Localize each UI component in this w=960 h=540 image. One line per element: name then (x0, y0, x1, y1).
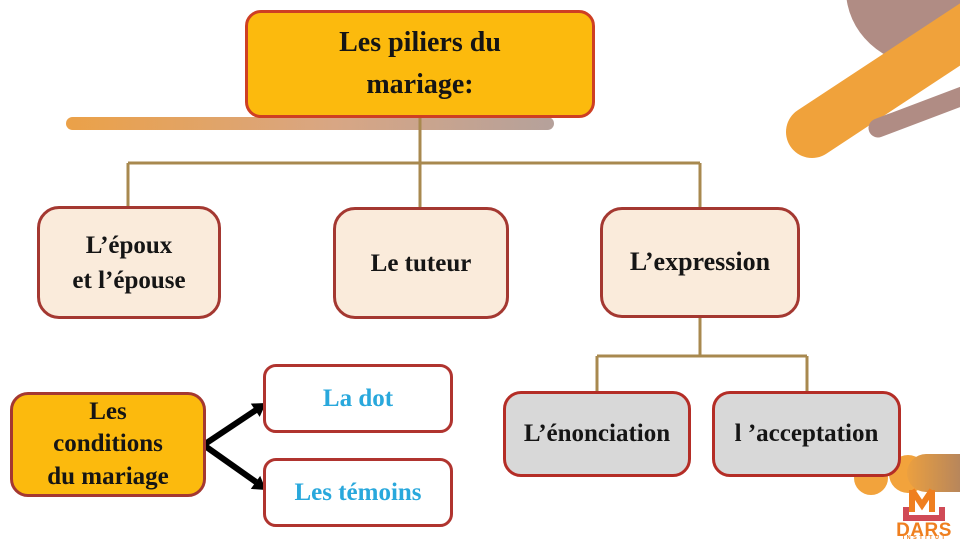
mauve-diagonal-bar (868, 86, 960, 138)
arrow-to-la-dot (203, 407, 258, 447)
orange-diagonal-bar (786, 3, 960, 158)
connector-title-to-pillars (126, 118, 702, 207)
pillar-epoux-label: L’époux et l’épouse (72, 231, 186, 294)
dars-trident-icon (909, 488, 935, 512)
condition-child-la-dot: La dot (263, 364, 453, 433)
dars-subtitle-text: INSTITUT (903, 535, 948, 540)
expression-child-acceptation: l ’acceptation (712, 391, 901, 477)
title-node: Les piliers du mariage: (245, 10, 595, 118)
pillar-node-tuteur: Le tuteur (333, 207, 509, 319)
pillar-node-expression: L’expression (600, 207, 800, 318)
dars-logo: DARS INSTITUT (896, 488, 952, 540)
enonciation-label: L’énonciation (523, 420, 671, 447)
arrow-to-les-temoins (203, 443, 258, 485)
pillar-tuteur-label: Le tuteur (370, 249, 472, 277)
arrowhead-les-temoins (250, 475, 266, 490)
title-underline-bar (66, 117, 554, 130)
conditions-node: Les conditions du mariage (10, 392, 206, 497)
dars-logo-base-shape (903, 507, 945, 521)
les-temoins-label: Les témoins (294, 478, 422, 506)
arrowhead-la-dot (250, 403, 266, 417)
la-dot-label: La dot (322, 384, 394, 412)
expression-child-enonciation: L’énonciation (503, 391, 691, 477)
dars-brand-text: DARS (896, 520, 952, 540)
pillar-expression-label: L’expression (629, 247, 771, 277)
conditions-label: Les conditions du mariage (47, 397, 169, 490)
pillar-node-epoux-epouse: L’époux et l’épouse (37, 206, 221, 319)
connector-expression-to-children (595, 318, 809, 392)
acceptation-label: l ’acceptation (734, 420, 879, 447)
title-label: Les piliers du mariage: (339, 27, 501, 100)
condition-child-les-temoins: Les témoins (263, 458, 453, 527)
